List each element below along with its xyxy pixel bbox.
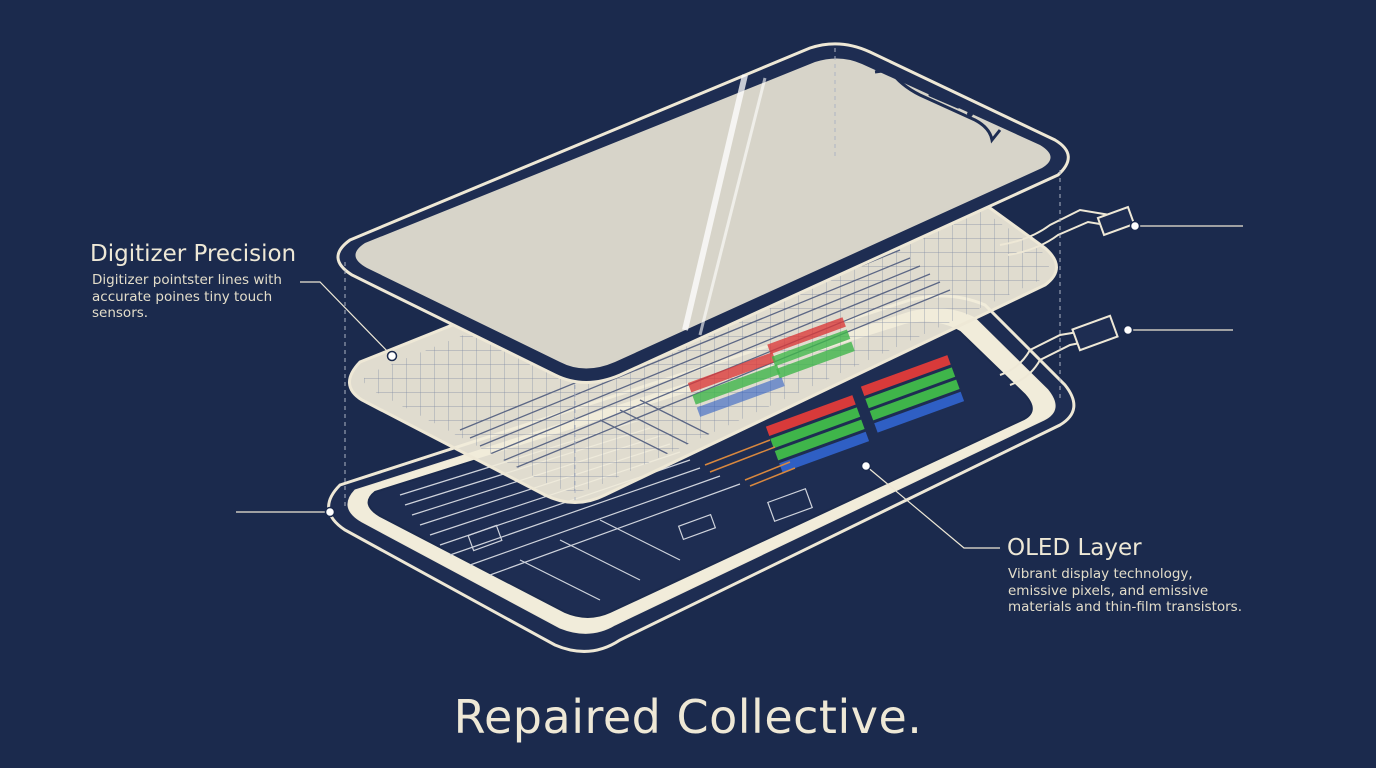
projection-lines bbox=[344, 48, 1061, 510]
oled-subpixel-block-2 bbox=[860, 355, 965, 433]
cover-glass-layer bbox=[336, 42, 1070, 384]
oled-callout-title: OLED Layer bbox=[1007, 535, 1142, 561]
brand-wordmark: Repaired Collective. bbox=[453, 690, 923, 744]
digitizer-callout-description: Digitizer pointster lines with accurate … bbox=[92, 272, 282, 321]
digitizer-callout-title: Digitizer Precision bbox=[90, 241, 297, 267]
oled-subpixel-block-1 bbox=[765, 395, 870, 473]
callout-leaders bbox=[236, 225, 1243, 549]
oled-callout-description: Vibrant display technology, emissive pix… bbox=[1008, 566, 1243, 615]
callout-dots bbox=[324, 220, 1141, 518]
